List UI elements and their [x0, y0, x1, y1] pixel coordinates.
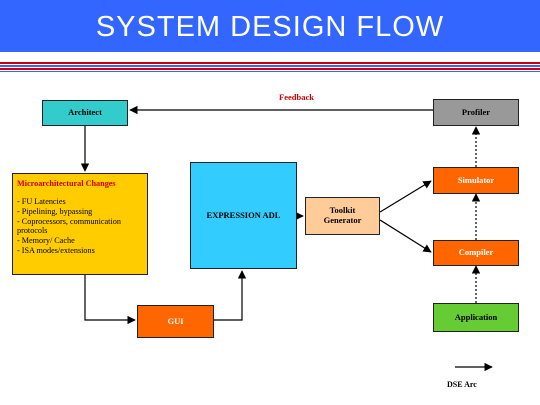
divider-stripe — [0, 68, 540, 70]
expression-adl-box: EXPRESSION ADL — [190, 162, 297, 269]
application-box: Application — [433, 303, 519, 332]
gui-to-expression-arrow — [214, 270, 247, 321]
divider-stripe — [0, 71, 540, 72]
feedback-label: Feedback — [279, 92, 314, 102]
compiler-box: Compiler — [433, 240, 519, 266]
divider-stripe — [0, 65, 540, 67]
microarch-item: - Coprocessors, communication protocols — [17, 216, 121, 236]
microarch-item: - Pipelining, bypassing — [17, 206, 93, 216]
slide-title: SYSTEM DESIGN FLOW — [95, 11, 445, 43]
legend-label: DSE Arc — [447, 380, 477, 389]
microarch-to-gui-arrow — [84, 275, 136, 325]
toolkit-to-compiler-arrow — [379, 219, 432, 253]
simulator-box: Simulator — [433, 167, 519, 194]
microarch-item: - FU Latencies — [17, 196, 66, 206]
toolkit-to-simulator-arrow — [379, 180, 432, 213]
architect-box: Architect — [42, 100, 128, 126]
gui-box: GUI — [137, 305, 214, 338]
microarch-item: - Memory/ Cache — [17, 236, 75, 246]
microarch-heading: Microarchitectural Changes — [17, 179, 116, 188]
title-bar — [0, 0, 540, 52]
profiler-box: Profiler — [433, 99, 519, 126]
divider-stripe — [0, 62, 540, 64]
microarch-item: - ISA modes/extensions — [17, 246, 95, 256]
microarch-box: Microarchitectural Changes - FU Latencie… — [12, 173, 148, 275]
toolkit-generator-box: Toolkit Generator — [305, 197, 380, 235]
